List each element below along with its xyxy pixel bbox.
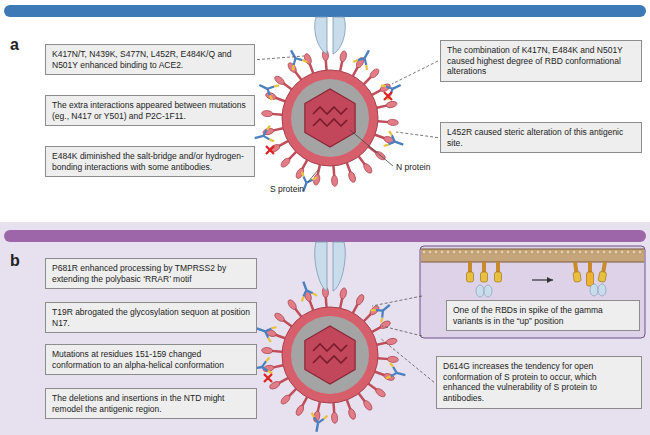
note-text: The deletions and insertions in the NTD …: [52, 393, 250, 414]
lipid-head: [608, 250, 612, 254]
lipid-head: [500, 250, 504, 254]
leader-line: [382, 326, 422, 336]
note-text: D614G increases the tendency for open co…: [443, 361, 635, 404]
note-text: The combination of K417N, E484K and N501…: [447, 45, 635, 77]
lipid-head: [638, 250, 642, 254]
note-text: Mutations at residues 151-159 changed co…: [52, 349, 250, 370]
note-text: L452R caused steric alteration of this a…: [447, 127, 635, 148]
note-box: E484K diminished the salt-bridge and/or …: [45, 146, 255, 177]
note-box: The extra interactions appeared between …: [45, 95, 255, 126]
lipid-head: [554, 250, 558, 254]
leader-line: [392, 61, 438, 84]
note-box: Mutations at residues 151-159 changed co…: [45, 344, 257, 375]
note-box: P681R enhanced processing by TMPRSS2 by …: [45, 258, 257, 289]
spike-trimer: [467, 262, 474, 282]
note-box: L452R caused steric alteration of this a…: [440, 122, 642, 153]
lipid-head: [584, 250, 588, 254]
lipid-head: [446, 250, 450, 254]
panel-label: a: [10, 36, 19, 54]
lipid-head: [632, 250, 636, 254]
lipid-head: [542, 250, 546, 254]
note-box: The combination of K417N, E484K and N501…: [440, 40, 642, 82]
virus-particle: [252, 242, 408, 433]
lipid-head: [548, 250, 552, 254]
ace2-receptor: [590, 284, 606, 296]
leader-line: [396, 132, 438, 138]
note-text: E484K diminished the salt-bridge and/or …: [52, 151, 248, 172]
leader-line: [372, 296, 422, 306]
lipid-head: [494, 250, 498, 254]
virus-particle: [253, 17, 406, 194]
lipid-head: [458, 250, 462, 254]
lipid-head: [512, 250, 516, 254]
lipid-head: [620, 250, 624, 254]
panel-b-bar: [4, 230, 646, 242]
note-text: K417N/T, N439K, S477N, L452R, E484K/Q an…: [52, 49, 248, 70]
note-box: One of the RBDs in spike of the gamma va…: [446, 300, 640, 331]
lipid-head: [524, 250, 528, 254]
lipid-head: [560, 250, 564, 254]
lipid-head: [422, 250, 426, 254]
lipid-head: [428, 250, 432, 254]
note-box: D614G increases the tendency for open co…: [436, 356, 642, 409]
leader-line: [380, 338, 434, 382]
lipid-head: [572, 250, 576, 254]
note-text: P681R enhanced processing by TMPRSS2 by …: [52, 263, 250, 284]
illustration-layer: [252, 17, 642, 433]
note-text: One of the RBDs in spike of the gamma va…: [453, 305, 633, 326]
leader-line: [350, 130, 393, 166]
leader-line: [257, 56, 304, 60]
note-box: The deletions and insertions in the NTD …: [45, 388, 257, 419]
lipid-head: [602, 250, 606, 254]
lipid-head: [440, 250, 444, 254]
lipid-head: [596, 250, 600, 254]
lipid-head: [536, 250, 540, 254]
spike-trimer: [481, 262, 488, 282]
lipid-head: [566, 250, 570, 254]
lipid-head: [530, 250, 534, 254]
lipid-head: [626, 250, 630, 254]
spike-trimer: [572, 262, 582, 283]
ace2-receptor: [476, 285, 492, 297]
spike-trimer: [598, 261, 608, 282]
part-label: N protein: [396, 162, 431, 172]
part-label: S protein: [270, 184, 304, 194]
lipid-head: [464, 250, 468, 254]
lipid-head: [578, 250, 582, 254]
lipid-head: [482, 250, 486, 254]
lipid-head: [488, 250, 492, 254]
lipid-head: [590, 250, 594, 254]
inset-panel: [420, 246, 645, 338]
lipid-head: [434, 250, 438, 254]
lipid-head: [614, 250, 618, 254]
panel-label: b: [10, 252, 20, 270]
panel-b-ground: [0, 222, 650, 435]
note-box: K417N/T, N439K, S477N, L452R, E484K/Q an…: [45, 44, 255, 75]
leader-line: [308, 170, 318, 182]
spike-trimer: [587, 262, 594, 286]
note-text: The extra interactions appeared between …: [52, 100, 248, 121]
spike-trimer: [495, 262, 502, 282]
lipid-head: [470, 250, 474, 254]
lipid-head: [476, 250, 480, 254]
lipid-head: [452, 250, 456, 254]
note-box: T19R abrogated the glycosylation sequon …: [45, 302, 257, 333]
lipid-head: [506, 250, 510, 254]
panel-a-bar: [4, 5, 646, 17]
note-text: T19R abrogated the glycosylation sequon …: [52, 307, 250, 328]
lipid-head: [518, 250, 522, 254]
